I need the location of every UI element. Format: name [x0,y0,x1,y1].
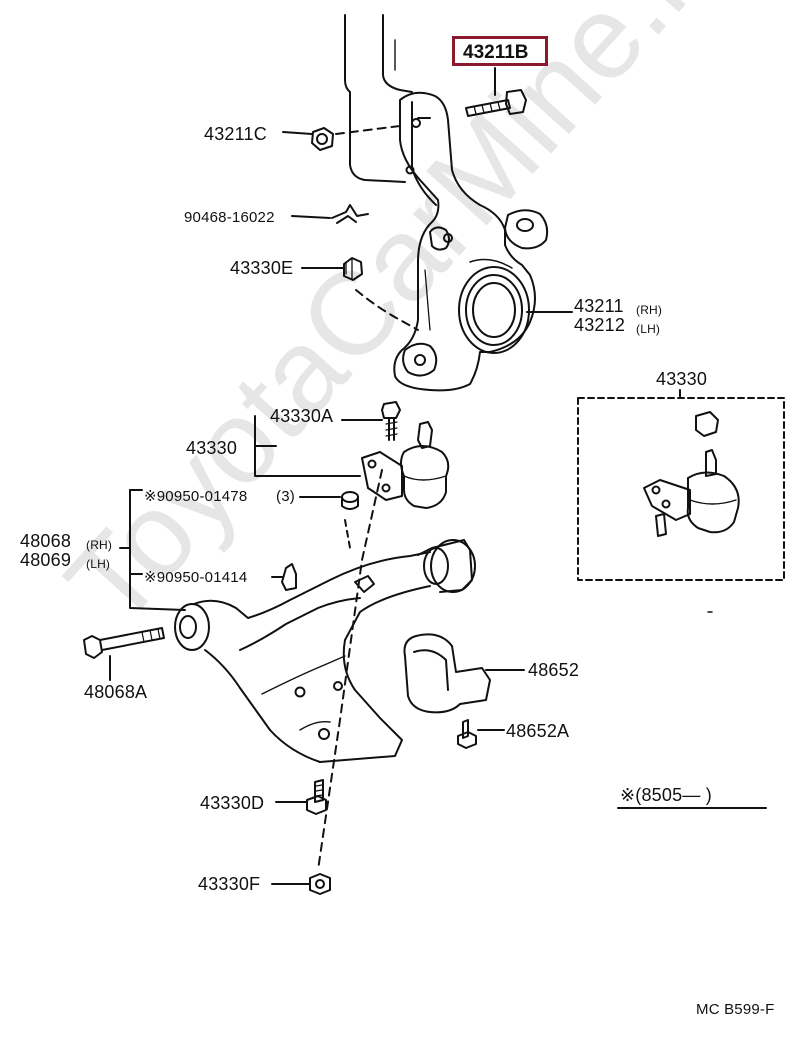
label-43330-inset[interactable]: 43330 [656,369,708,389]
label-90950-01478-qty: (3) [276,488,295,505]
steering-knuckle [393,91,549,392]
label-48068A[interactable]: 48068A [84,682,148,702]
label-43212[interactable]: 43212 [574,315,626,335]
label-43330[interactable]: 43330 [186,438,238,458]
label-48069-side: (LH) [86,557,111,571]
lower-control-arm [174,539,476,763]
footnote-date-range: ※(8505— ) [620,785,712,805]
label-43330F[interactable]: 43330F [198,874,261,894]
stopper-90950-01414 [271,563,297,591]
clip-90468 [291,204,369,224]
label-48068[interactable]: 48068 [20,531,72,551]
nut-43330E [301,257,419,331]
strut-absorber [344,14,413,183]
label-43212-side: (LH) [636,322,661,336]
label-90950-01414[interactable]: ※90950-01414 [144,569,248,586]
nut-43330F [271,873,331,895]
label-48069[interactable]: 48069 [20,550,72,570]
label-90950-01478[interactable]: ※90950-01478 [144,488,248,505]
bushing-90950-01478 [299,491,359,510]
label-43330E[interactable]: 43330E [230,258,294,278]
bolt-48068A [83,627,165,681]
diagram-code: MC B599-F [696,1001,775,1018]
label-48652A[interactable]: 48652A [506,721,570,741]
label-43330D[interactable]: 43330D [200,793,265,813]
highlight-43211B[interactable]: 43211B [452,36,548,66]
assembly-axis [317,469,383,871]
bracket-48068 [119,489,186,611]
label-43211[interactable]: 43211 [574,296,624,316]
bolt-43211B [465,67,527,117]
nut-43211C [282,125,401,151]
bolt-48652A [457,719,505,749]
label-43211-side: (RH) [636,303,663,317]
label-90468-16022[interactable]: 90468-16022 [184,209,275,226]
label-43211C[interactable]: 43211C [204,124,267,144]
ball-joint-43330 [254,401,450,509]
stabilizer-bushing-48652 [403,633,525,714]
label-43211B: 43211B [463,42,529,63]
label-48652[interactable]: 48652 [528,660,580,680]
label-43330A[interactable]: 43330A [270,406,334,426]
label-48068-side: (RH) [86,538,113,552]
inset-box [577,389,785,613]
bolt-43330D [275,779,327,815]
